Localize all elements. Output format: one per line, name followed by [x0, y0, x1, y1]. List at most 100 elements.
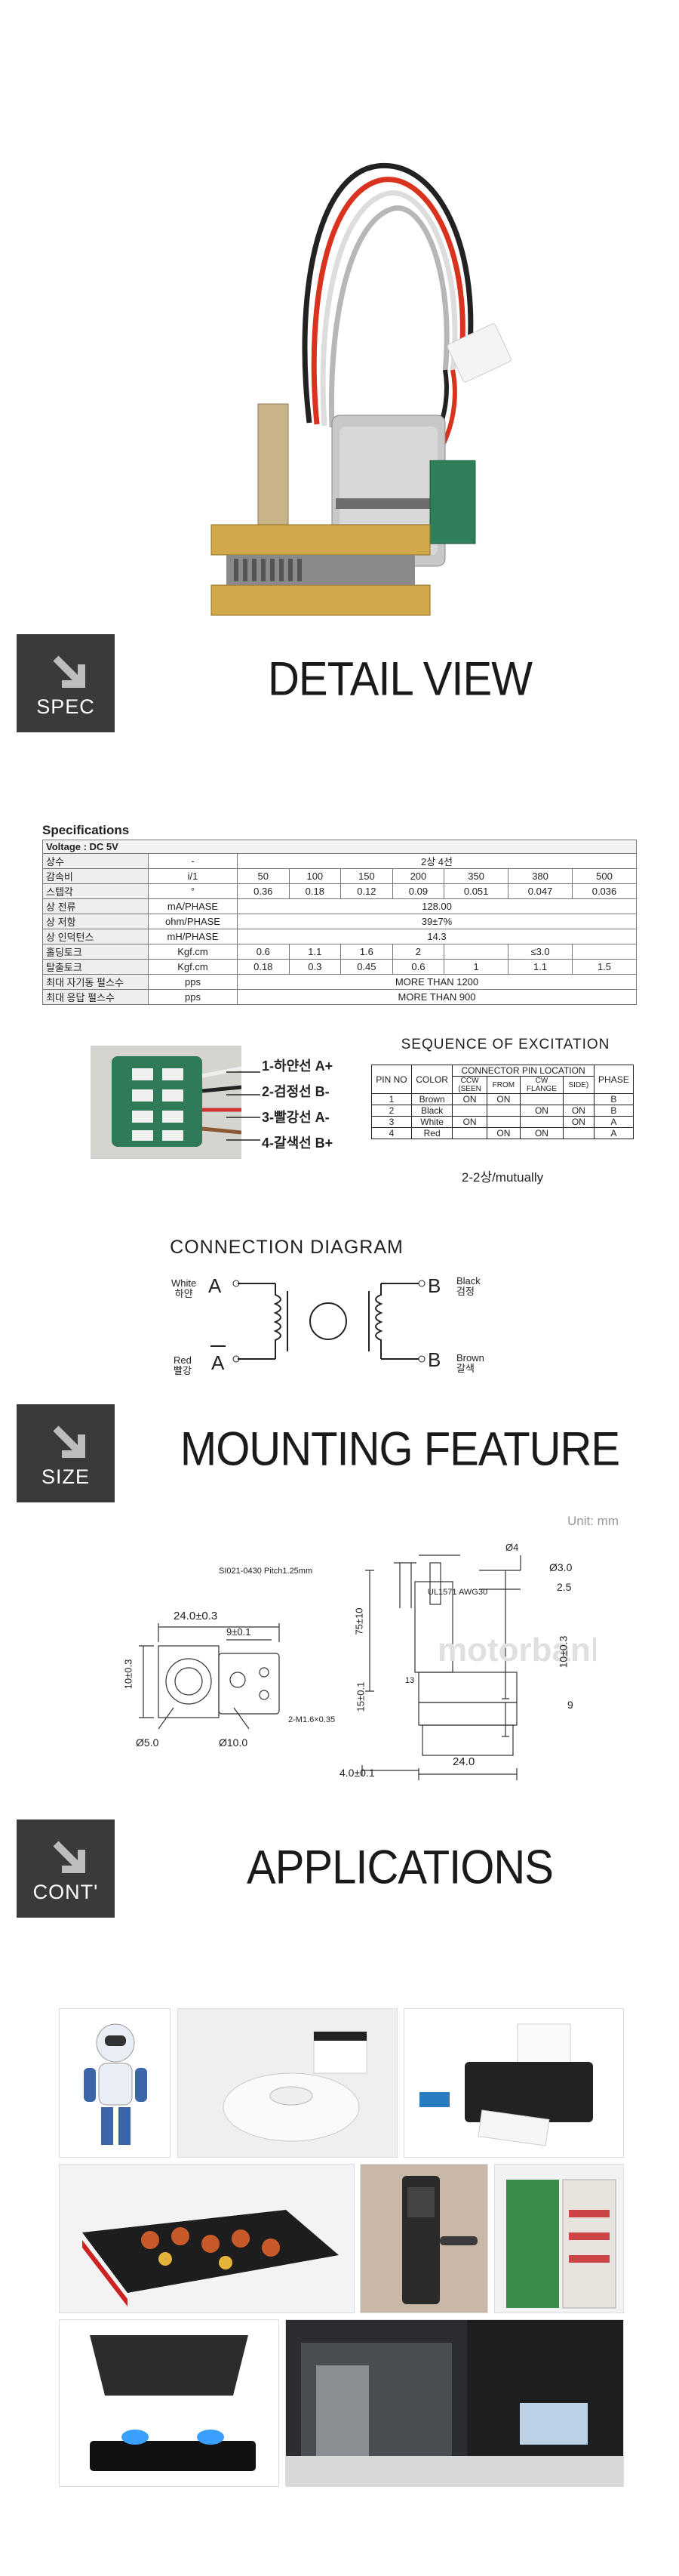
app-tile-grill	[59, 2164, 355, 2313]
spec-row: 상수-2상 4선	[42, 853, 637, 869]
sequence-caption: 2-2상/mutually	[461, 1170, 544, 1185]
spec-unit: Kgf.cm	[148, 959, 238, 975]
spec-name: 탈출토크	[42, 959, 149, 975]
spec-name: 홀딩토크	[42, 944, 149, 960]
unit-label: Unit: mm	[567, 1514, 619, 1528]
wire-label-list: 1-하얀선 A+ 2-검정선 B- 3-빨강선 A- 4-갈색선 B+	[262, 1055, 383, 1158]
col-pin: PIN NO	[371, 1065, 412, 1094]
sequence-cell-c2	[486, 1105, 521, 1117]
dim-4-top: Ø4	[505, 1542, 519, 1553]
wire-label-3: 3-빨강선 A-	[262, 1110, 330, 1125]
conn-a-top: A	[208, 1274, 222, 1297]
spec-value	[444, 944, 509, 960]
detail-view-title: DETAIL VIEW	[268, 652, 533, 706]
dim-13: 13	[405, 1676, 415, 1685]
sequence-cell-color: Red	[410, 1127, 453, 1139]
sequence-cell-color: Brown	[410, 1093, 453, 1105]
spec-value: MORE THAN 900	[237, 989, 637, 1005]
sequence-cell-c1	[452, 1127, 487, 1139]
spec-value: 150	[340, 868, 393, 884]
spec-value: 50	[237, 868, 290, 884]
spec-value: 0.3	[288, 959, 342, 975]
dim-3: Ø3.0	[549, 1561, 573, 1573]
dim-10-v: 10±0.3	[122, 1659, 134, 1690]
arrow-down-right-icon	[53, 1425, 85, 1458]
spec-value: 500	[572, 868, 637, 884]
spec-name: 최대 응답 펄스수	[42, 989, 149, 1005]
sequence-cell-pin: 2	[371, 1105, 412, 1117]
sequence-cell-color: Black	[410, 1105, 453, 1117]
spec-name: 상 저항	[42, 914, 149, 929]
sequence-title: SEQUENCE OF EXCITATION	[401, 1037, 610, 1052]
sequence-cell-c2: ON	[486, 1093, 521, 1105]
spec-value: 0.6	[392, 959, 445, 975]
dim-9r: 9	[567, 1699, 573, 1711]
spec-value: 0.45	[340, 959, 393, 975]
sequence-cell-c4	[562, 1093, 595, 1105]
spec-value: ≤3.0	[508, 944, 573, 960]
dim-24-top: 24.0±0.3	[174, 1610, 218, 1622]
app-tile-printer	[404, 2008, 624, 2158]
spec-value	[572, 944, 637, 960]
arrow-down-right-icon	[53, 655, 85, 688]
spec-value: 380	[508, 868, 573, 884]
app-tile-vending-machine	[494, 2164, 624, 2313]
sequence-cell-c1: ON	[452, 1116, 487, 1128]
sequence-cell-c4: ON	[562, 1116, 595, 1128]
sequence-cell-pin: 4	[371, 1127, 412, 1139]
wire-connector-photo	[91, 1046, 242, 1159]
spec-value: 1.1	[288, 944, 342, 960]
sequence-cell-c2: ON	[486, 1127, 521, 1139]
col-seen: CCW(SEEN	[452, 1076, 487, 1094]
watermark-mark: motorbank	[438, 1632, 596, 1669]
spec-value: 350	[444, 868, 509, 884]
wire-label-1: 1-하얀선 A+	[262, 1058, 333, 1074]
sequence-cell-phase: B	[593, 1093, 634, 1105]
spec-name: 상 인덕턴스	[42, 929, 149, 944]
app-tile-kitchen	[285, 2319, 624, 2487]
sequence-cell-phase: B	[593, 1105, 634, 1117]
spec-badge: SPEC	[17, 634, 115, 732]
spec-value: 0.09	[392, 883, 445, 899]
spec-value: 0.18	[237, 959, 290, 975]
col-from: FROM	[486, 1076, 521, 1094]
spec-value: 1.1	[508, 959, 573, 975]
mounting-feature-title: MOUNTING FEATURE	[180, 1422, 620, 1476]
dim-m16: 2-M1.6×0.35	[288, 1715, 336, 1724]
product-photo	[181, 143, 513, 619]
spec-unit: mA/PHASE	[148, 898, 238, 914]
spec-unit: Kgf.cm	[148, 944, 238, 960]
app-tile-robot	[59, 2008, 171, 2158]
dim-9: 9±0.1	[226, 1626, 251, 1638]
sequence-table: PIN NO COLOR CONNECTOR PIN LOCATION PHAS…	[371, 1065, 634, 1139]
col-color: COLOR	[410, 1065, 453, 1094]
spec-value: 1	[444, 959, 509, 975]
spec-value: 100	[288, 868, 342, 884]
conn-b-bottom: B	[428, 1348, 441, 1371]
app-tile-range-hood	[59, 2319, 279, 2487]
sequence-cell-c3	[519, 1116, 564, 1128]
spec-value: 0.18	[288, 883, 342, 899]
connection-title: CONNECTION DIAGRAM	[170, 1237, 404, 1258]
sequence-cell-c1: ON	[452, 1093, 487, 1105]
sequence-cell-c2	[486, 1116, 521, 1128]
spec-value: 200	[392, 868, 445, 884]
sequence-cell-color: White	[410, 1116, 453, 1128]
applications-title: APPLICATIONS	[247, 1841, 554, 1894]
sequence-cell-pin: 1	[371, 1093, 412, 1105]
spec-value: 0.6	[237, 944, 290, 960]
dim-5: Ø5.0	[136, 1736, 159, 1749]
spec-value: 1.5	[572, 959, 637, 975]
